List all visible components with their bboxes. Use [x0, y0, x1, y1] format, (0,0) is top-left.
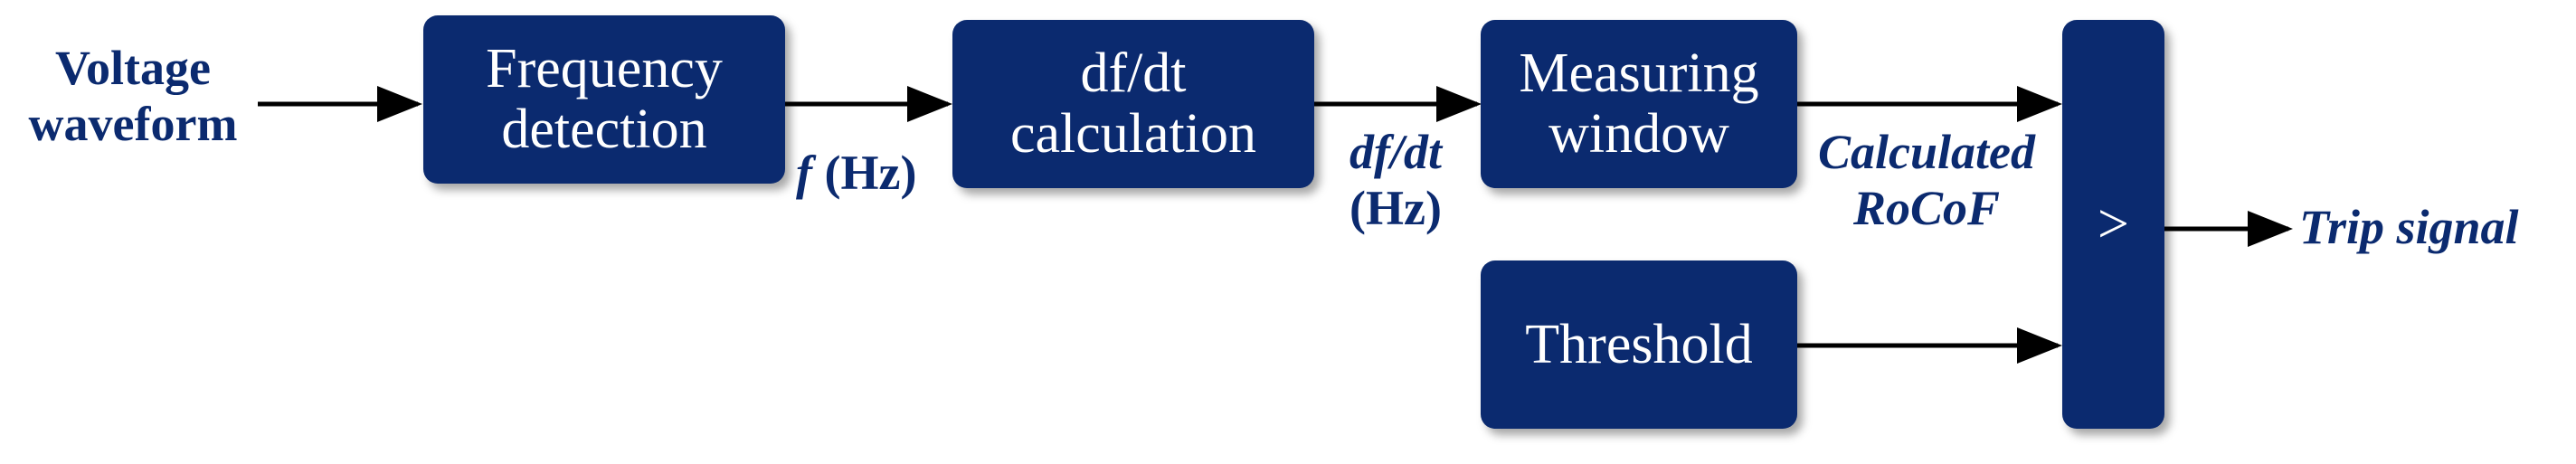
dfdt-calculation-line1: df/dt	[1080, 43, 1187, 105]
input-label: Voltage waveform	[11, 40, 255, 152]
dfdt-calculation-line2: calculation	[1010, 103, 1256, 165]
frequency-signal-unit: (Hz)	[824, 146, 917, 200]
measuring-window-line1: Measuring	[1519, 43, 1759, 105]
measuring-window-block: Measuring window	[1481, 20, 1797, 188]
input-label-line2: waveform	[28, 97, 238, 152]
input-label-line1: Voltage	[55, 41, 211, 95]
dfdt-calculation-block: df/dt calculation	[952, 20, 1314, 188]
dfdt-signal-line2: (Hz)	[1350, 181, 1442, 236]
calculated-rocof-line1: Calculated	[1818, 125, 2035, 179]
comparator-symbol: >	[2098, 193, 2129, 255]
measuring-window-line2: window	[1548, 103, 1729, 165]
frequency-detection-line2: detection	[501, 99, 707, 160]
frequency-detection-block: Frequency detection	[423, 15, 785, 184]
calculated-rocof-label: Calculated RoCoF	[1795, 124, 2058, 236]
frequency-detection-line1: Frequency	[486, 38, 723, 100]
threshold-block: Threshold	[1481, 260, 1797, 429]
dfdt-signal-line1: df/dt	[1350, 125, 1442, 179]
frequency-signal-label: f (Hz)	[796, 145, 916, 201]
frequency-signal-var: f	[796, 146, 812, 200]
trip-signal-label: Trip signal	[2299, 200, 2519, 254]
comparator-block: >	[2062, 20, 2164, 429]
threshold-label: Threshold	[1525, 313, 1753, 375]
dfdt-signal-label: df/dt (Hz)	[1323, 124, 1468, 236]
calculated-rocof-line2: RoCoF	[1852, 181, 2001, 236]
